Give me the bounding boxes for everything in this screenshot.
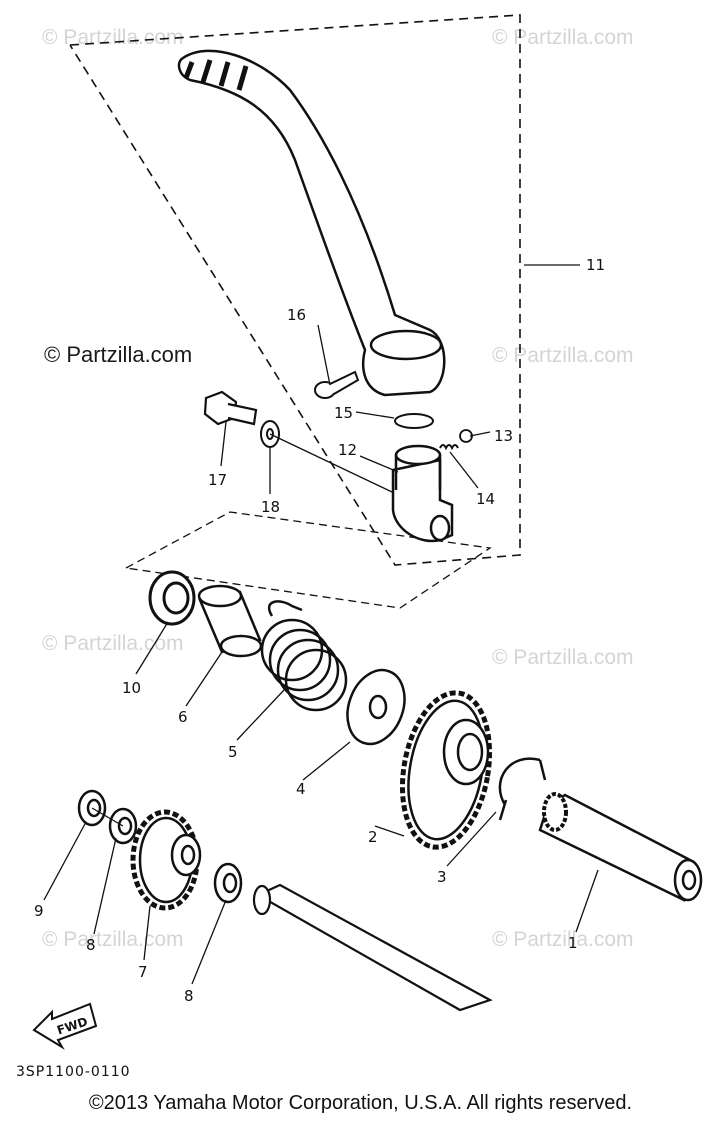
watermark: © Partzilla.com [42,26,184,49]
callout-10: 10 [122,679,141,697]
callout-7: 7 [138,963,148,981]
spring-14 [439,444,459,451]
callout-13: 13 [494,427,513,445]
callout-18: 18 [261,498,280,516]
watermark: © Partzilla.com [42,632,184,655]
circlip-3 [498,757,547,821]
watermark: © Partzilla.com [492,646,634,669]
callout-8: 8 [184,987,194,1005]
callout-3: 3 [437,868,447,886]
callout-15: 15 [334,404,353,422]
fwd-arrow-icon: FWD [32,1002,98,1050]
axis-line [269,433,393,493]
bolt-17 [203,390,258,426]
kick-lever [177,49,446,397]
callout-2: 2 [368,828,378,846]
callout-11: 11 [586,256,605,274]
kick-gear-2 [399,690,493,850]
watermark: © Partzilla.com [42,928,184,951]
watermark-main: © Partzilla.com [44,342,192,367]
collar-6 [197,584,263,658]
callout-14: 14 [476,490,495,508]
bolt-16 [314,370,360,399]
washer-18 [260,420,280,448]
watermarks: © Partzilla.com © Partzilla.com © Partzi… [42,26,634,951]
callout-1: 1 [568,934,578,952]
leader-lines [43,264,599,985]
copyright-notice: ©2013 Yamaha Motor Corporation, U.S.A. A… [88,1092,633,1114]
watermark: © Partzilla.com [492,26,634,49]
callout-5: 5 [228,743,238,761]
o-ring-15 [394,413,434,429]
watermark: © Partzilla.com [492,928,634,951]
callout-17: 17 [208,471,227,489]
torsion-spring-5 [260,600,348,712]
axis-line [91,807,124,827]
main-axle [252,883,493,1012]
lower-outline [123,511,492,609]
idler-gear-7 [130,809,202,911]
oil-seal-10 [148,570,196,626]
washer-4 [346,668,406,746]
callouts: 11 16 15 12 13 14 17 18 10 6 5 4 2 3 1 9… [34,256,605,1005]
callout-8: 8 [86,936,96,954]
callout-9: 9 [34,902,44,920]
callout-16: 16 [287,306,306,324]
watermark: © Partzilla.com [492,344,634,367]
assembly-outline [69,14,521,566]
boss-12 [391,444,454,543]
kick-shaft-1 [538,792,703,902]
washer-8-lower [213,862,243,904]
callout-4: 4 [296,780,306,798]
callout-6: 6 [178,708,188,726]
diagram-code: 3SP1100-0110 [16,1064,131,1080]
callout-12: 12 [338,441,357,459]
